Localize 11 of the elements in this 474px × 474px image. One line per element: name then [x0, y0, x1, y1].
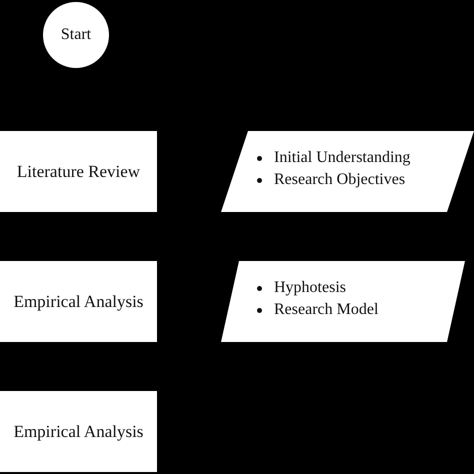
node-label: Start — [60, 26, 92, 44]
bullet-text: Initial Understanding — [274, 148, 410, 168]
bullet-text: Hyphotesis — [274, 278, 346, 298]
node-label: Literature Review — [16, 162, 140, 182]
bullet-text: Research Model — [274, 300, 378, 320]
node-label: Empirical Analysis — [14, 292, 144, 312]
process-box — [0, 131, 157, 212]
bullet-text: Research Objectives — [274, 170, 406, 190]
node-label: Empirical Analysis — [14, 422, 144, 442]
process-box — [0, 261, 157, 342]
process-box — [0, 391, 157, 472]
